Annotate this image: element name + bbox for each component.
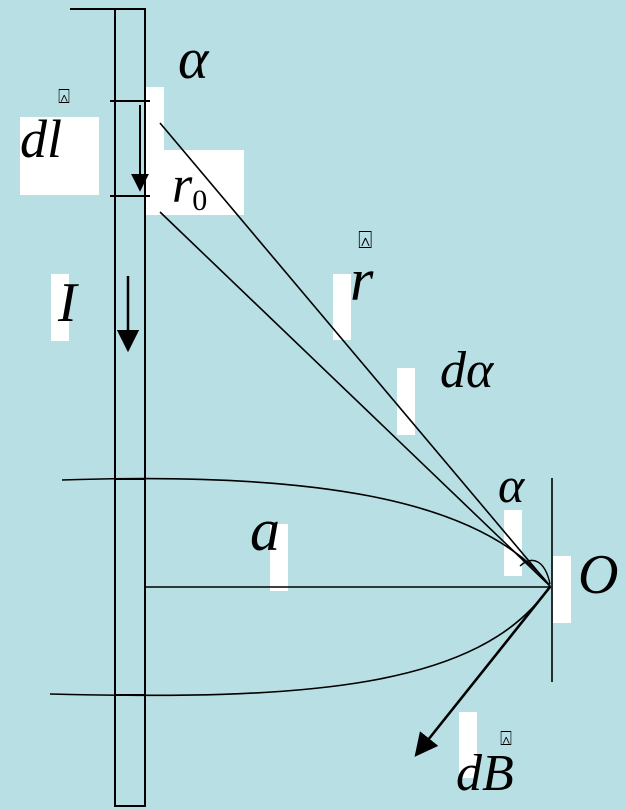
r-vector-mark: ⍓ — [358, 226, 373, 254]
label-dl: dl — [20, 109, 63, 169]
patch-r — [333, 274, 351, 340]
dl-vector-mark: ⍓ — [58, 84, 70, 108]
rays — [159, 122, 551, 587]
label-alpha-o: α — [498, 457, 525, 513]
patch-alpha-top — [146, 87, 164, 157]
patch-dl — [20, 117, 99, 195]
ray-top — [159, 122, 551, 587]
patch-db — [459, 712, 477, 778]
arc-upper — [61, 477, 551, 587]
label-patches — [20, 87, 571, 778]
patch-a — [270, 524, 288, 591]
angle-arc-o — [519, 559, 551, 585]
label-r0: r0 — [172, 157, 207, 216]
field-arcs — [49, 477, 551, 697]
patch-o — [553, 556, 571, 623]
patch-dalpha — [397, 368, 415, 435]
r0-letter: r — [172, 157, 193, 214]
r0-subscript: 0 — [192, 184, 208, 217]
label-o: O — [578, 544, 619, 606]
label-dalpha: dα — [440, 342, 494, 399]
label-alpha-top: α — [178, 26, 209, 91]
label-current: I — [58, 272, 77, 334]
patch-current — [51, 274, 69, 341]
db-vector-mark: ⍓ — [500, 726, 512, 750]
arc-lower — [49, 585, 551, 697]
label-a: a — [250, 497, 280, 563]
ray-bottom — [159, 211, 551, 587]
db-arrow — [414, 586, 552, 757]
label-r: r — [350, 247, 374, 313]
label-db: dB — [456, 745, 514, 802]
